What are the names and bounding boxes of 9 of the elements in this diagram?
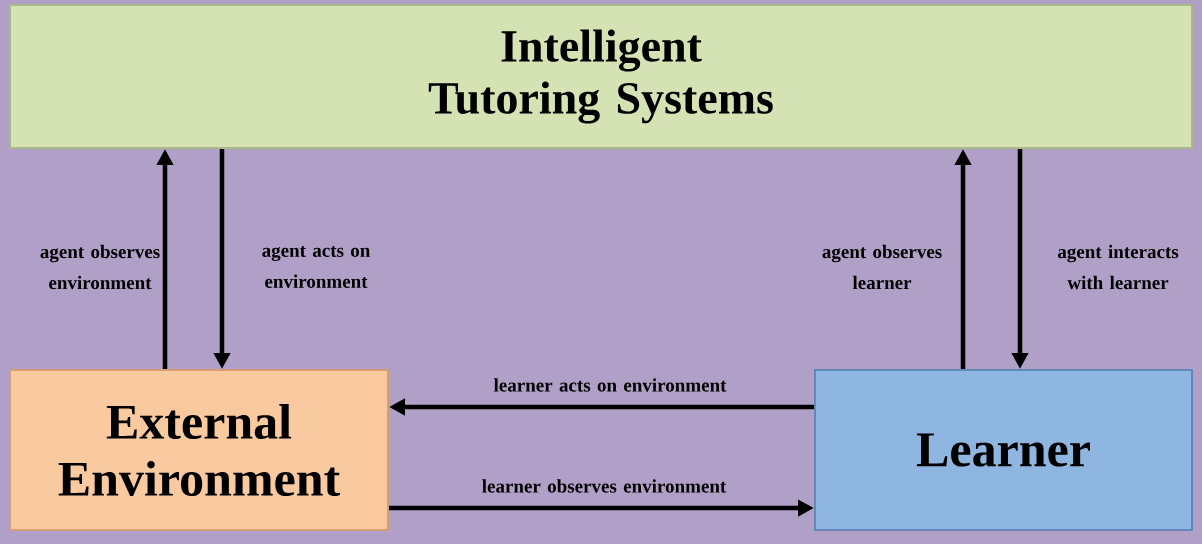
- process-box: External Environment: [9, 369, 389, 531]
- edge-label: learner acts on environment: [493, 378, 727, 392]
- process-box: Learner: [814, 369, 1193, 531]
- edge-label: agent observes environment: [40, 244, 160, 290]
- edge-label: agent observes learner: [822, 244, 942, 290]
- edge-label: agent acts on environment: [262, 246, 371, 288]
- edge-label: agent interacts with learner: [1057, 244, 1179, 290]
- process-box: Intelligent Tutoring Systems: [9, 4, 1193, 149]
- edge-label: learner observes environment: [482, 479, 727, 493]
